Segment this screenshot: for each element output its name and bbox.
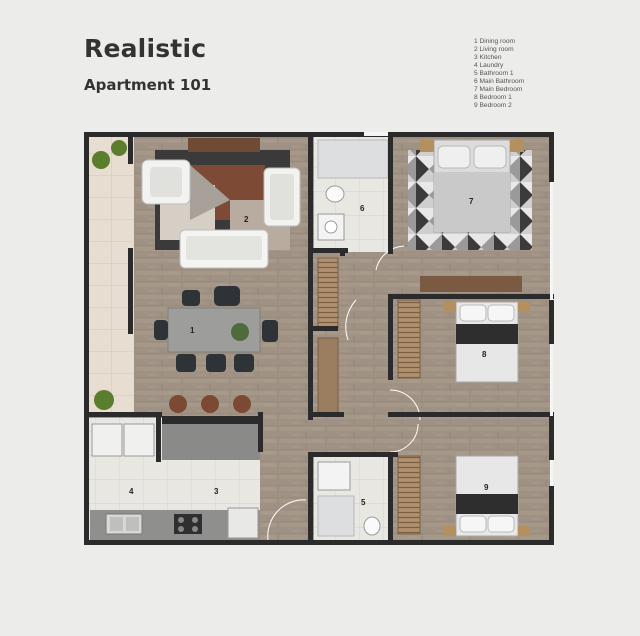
walls bbox=[84, 132, 554, 545]
plant-icon bbox=[92, 140, 127, 410]
room-number-living: 2 bbox=[244, 215, 249, 224]
room-number-laundry: 4 bbox=[129, 487, 134, 496]
wardrobes bbox=[317, 257, 522, 535]
legend-item: 3 Kitchen bbox=[474, 54, 502, 61]
dining-furniture bbox=[154, 286, 278, 413]
plan-title: Realistic bbox=[84, 34, 207, 63]
legend-item: 8 Bedroom 1 bbox=[474, 94, 512, 101]
room-number-main-bath: 6 bbox=[360, 204, 365, 213]
main-bedroom-furniture bbox=[408, 139, 532, 250]
kitchen-furniture bbox=[90, 416, 260, 540]
room-number-bed1: 8 bbox=[482, 350, 487, 359]
room-number-bath1: 5 bbox=[361, 498, 366, 507]
legend-item: 6 Main Bathroom bbox=[474, 78, 525, 85]
bedroom2-furniture bbox=[444, 455, 530, 537]
plan-subtitle: Apartment 101 bbox=[84, 76, 212, 94]
bedroom1-furniture bbox=[444, 301, 530, 383]
windows bbox=[364, 132, 553, 486]
room-number-kitchen: 3 bbox=[214, 487, 219, 496]
living-room-furniture bbox=[141, 138, 301, 269]
room-legend: 1 Dining room 2 Living room 3 Kitchen 4 … bbox=[474, 38, 524, 110]
legend-item: 7 Main Bedroom bbox=[474, 86, 523, 93]
room-number-bed2: 9 bbox=[484, 483, 489, 492]
legend-item: 2 Living room bbox=[474, 46, 514, 53]
legend-item: 5 Bathroom 1 bbox=[474, 70, 514, 77]
legend-item: 4 Laundry bbox=[474, 62, 504, 69]
bath1-fixtures bbox=[317, 461, 381, 537]
room-number-dining: 1 bbox=[190, 326, 195, 335]
main-bath-fixtures bbox=[317, 139, 389, 241]
room-number-main-bed: 7 bbox=[469, 197, 474, 206]
legend-item: 1 Dining room bbox=[474, 38, 516, 45]
legend-item: 9 Bedroom 2 bbox=[474, 102, 512, 109]
